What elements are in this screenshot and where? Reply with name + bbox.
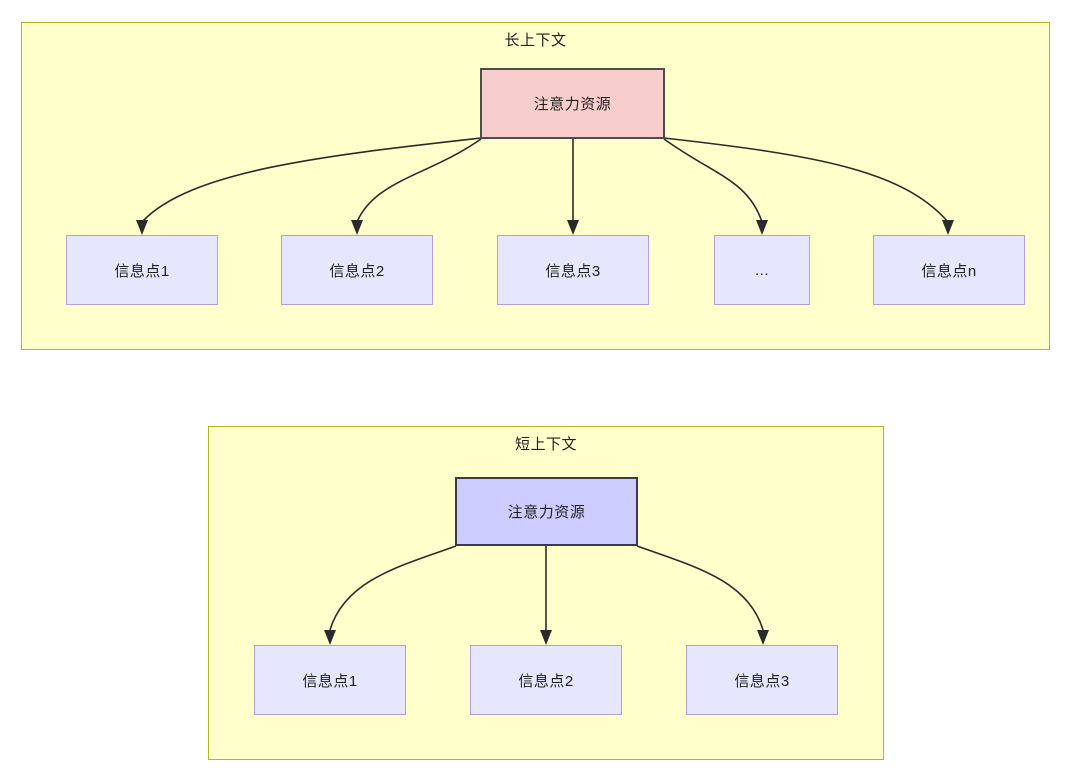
node-long-info-n-label: 信息点n [921, 262, 977, 280]
node-long-attention-label: 注意力资源 [533, 96, 612, 113]
node-long-info-2-label: 信息点2 [329, 262, 385, 280]
node-long-info-3-label: 信息点3 [545, 262, 601, 280]
node-long-info-ellipsis[interactable]: ... [714, 235, 810, 305]
node-short-info-2[interactable]: 信息点2 [470, 645, 622, 715]
group-short-context-title: 短上下文 [514, 436, 577, 453]
node-long-info-2[interactable]: 信息点2 [281, 235, 433, 305]
node-long-info-1[interactable]: 信息点1 [66, 235, 218, 305]
node-short-info-3-label: 信息点3 [734, 672, 790, 690]
node-short-info-3[interactable]: 信息点3 [686, 645, 838, 715]
node-short-attention[interactable]: 注意力资源 [455, 477, 638, 546]
node-long-info-n[interactable]: 信息点n [873, 235, 1025, 305]
group-long-context-title: 长上下文 [504, 32, 567, 49]
node-short-attention-label: 注意力资源 [507, 504, 586, 521]
node-short-info-1[interactable]: 信息点1 [254, 645, 406, 715]
node-long-info-1-label: 信息点1 [114, 262, 170, 280]
node-long-attention[interactable]: 注意力资源 [480, 68, 665, 139]
node-short-info-1-label: 信息点1 [302, 672, 358, 690]
node-long-info-ellipsis-label: ... [754, 261, 769, 279]
node-short-info-2-label: 信息点2 [518, 672, 574, 690]
node-long-info-3[interactable]: 信息点3 [497, 235, 649, 305]
